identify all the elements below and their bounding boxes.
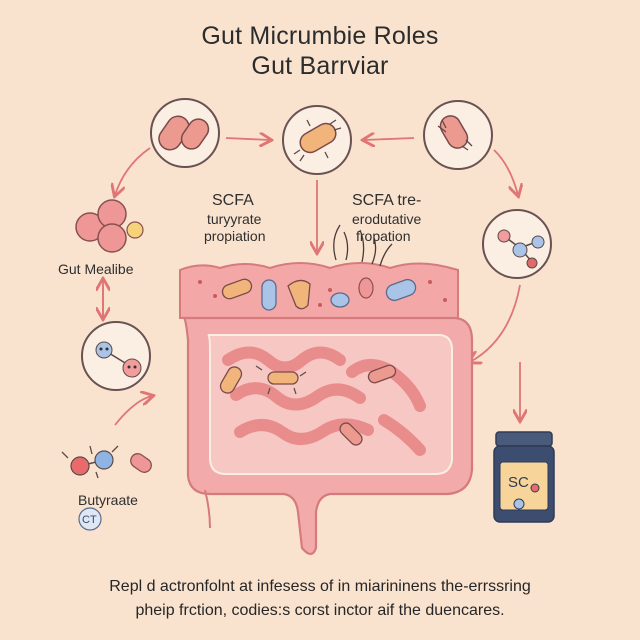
ct-badge-icon	[78, 507, 102, 531]
bacteria-circle-top-right	[423, 100, 493, 170]
gut-lining	[179, 224, 459, 319]
butyrate-molecule-group	[61, 445, 152, 479]
scfa-left-line3: propiation	[204, 228, 266, 244]
bacteria-circle-top-left	[150, 98, 220, 168]
bacteria-circle-top-center	[282, 105, 352, 175]
page-title: Gut Micrumbie Roles	[201, 22, 439, 50]
gut-metabolite-label: Gut Mealibe	[58, 261, 134, 277]
scfa-right-line2: erodutative	[352, 211, 422, 227]
bottle-label: SC	[508, 474, 529, 491]
butyrate-label: Butyraate	[78, 492, 138, 508]
scfa-label-left: SCFA	[212, 192, 254, 209]
footer-line-1: Repl d actronfolnt at infesess of in mia…	[109, 578, 531, 595]
footer-line-2: pheip frction, codies:s corst inctor aif…	[135, 602, 505, 619]
cell-cluster	[75, 199, 144, 253]
scfa-left-line2: turyyrate	[207, 211, 262, 227]
flow-arrows	[103, 138, 520, 426]
large-intestine	[181, 316, 474, 556]
scfa-right-line3: fropation	[356, 228, 411, 244]
molecule-circle-right	[482, 209, 552, 279]
supplement-bottle	[493, 431, 555, 523]
molecule-circle-left	[81, 321, 151, 391]
ct-badge-label: CT	[82, 514, 97, 526]
page-subtitle: Gut Barrviar	[251, 52, 389, 80]
scfa-label-right: SCFA tre-	[352, 192, 422, 209]
